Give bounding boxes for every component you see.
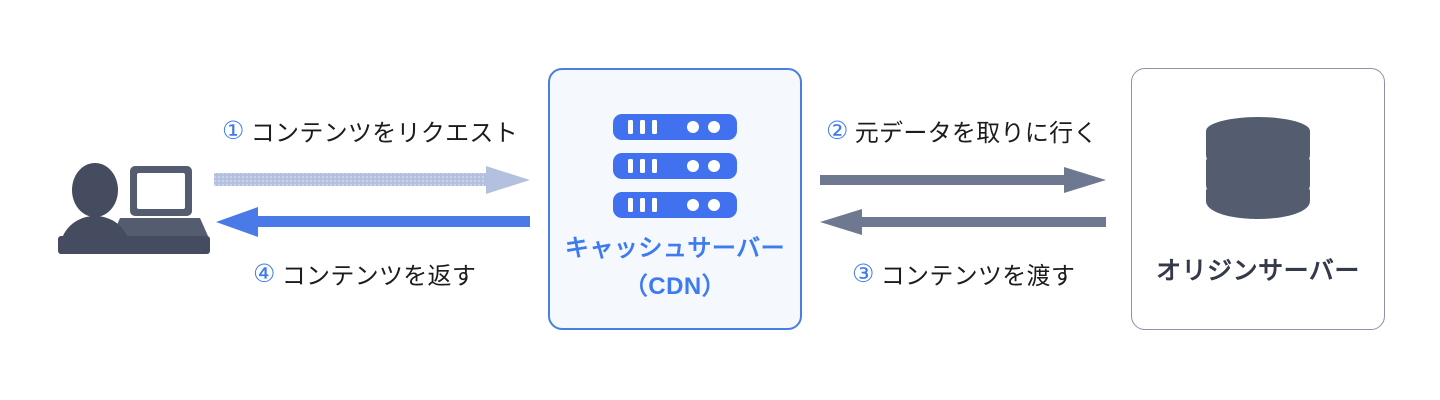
person-with-laptop-icon bbox=[58, 163, 210, 254]
flow-number-4: ④ bbox=[253, 260, 276, 288]
cache-server-label-line2: （CDN） bbox=[623, 273, 727, 300]
flow-label-3: ③ コンテンツを渡す bbox=[852, 256, 1075, 291]
flow-label-2: ② 元データを取りに行く bbox=[826, 113, 1098, 148]
arrow-cdn-to-client bbox=[216, 207, 530, 237]
cache-server-label-line1: キャッシュサーバー bbox=[564, 235, 786, 262]
client-node bbox=[58, 158, 218, 268]
arrow-origin-to-cdn bbox=[820, 209, 1106, 235]
flow-text-2: 元データを取りに行く bbox=[854, 120, 1098, 147]
cache-server-node: キャッシュサーバー （CDN） bbox=[548, 68, 802, 330]
flow-number-2: ② bbox=[826, 117, 849, 145]
arrow-client-to-cdn bbox=[214, 166, 530, 194]
flow-text-3: コンテンツを渡す bbox=[880, 263, 1076, 290]
flow-number-3: ③ bbox=[852, 260, 875, 288]
flow-label-4: ④ コンテンツを返す bbox=[253, 256, 476, 291]
flow-text-4: コンテンツを返す bbox=[281, 263, 477, 290]
arrow-cdn-to-origin bbox=[820, 167, 1106, 193]
database-cylinder-icon bbox=[1206, 117, 1310, 219]
origin-server-label: オリジンサーバー bbox=[1156, 257, 1360, 285]
flow-label-1: ① コンテンツをリクエスト bbox=[222, 113, 518, 148]
cache-server-label: キャッシュサーバー （CDN） bbox=[550, 230, 800, 306]
origin-server-node: オリジンサーバー bbox=[1131, 68, 1385, 330]
flow-text-1: コンテンツをリクエスト bbox=[250, 120, 519, 147]
server-racks-icon bbox=[613, 114, 737, 218]
flow-number-1: ① bbox=[222, 117, 245, 145]
